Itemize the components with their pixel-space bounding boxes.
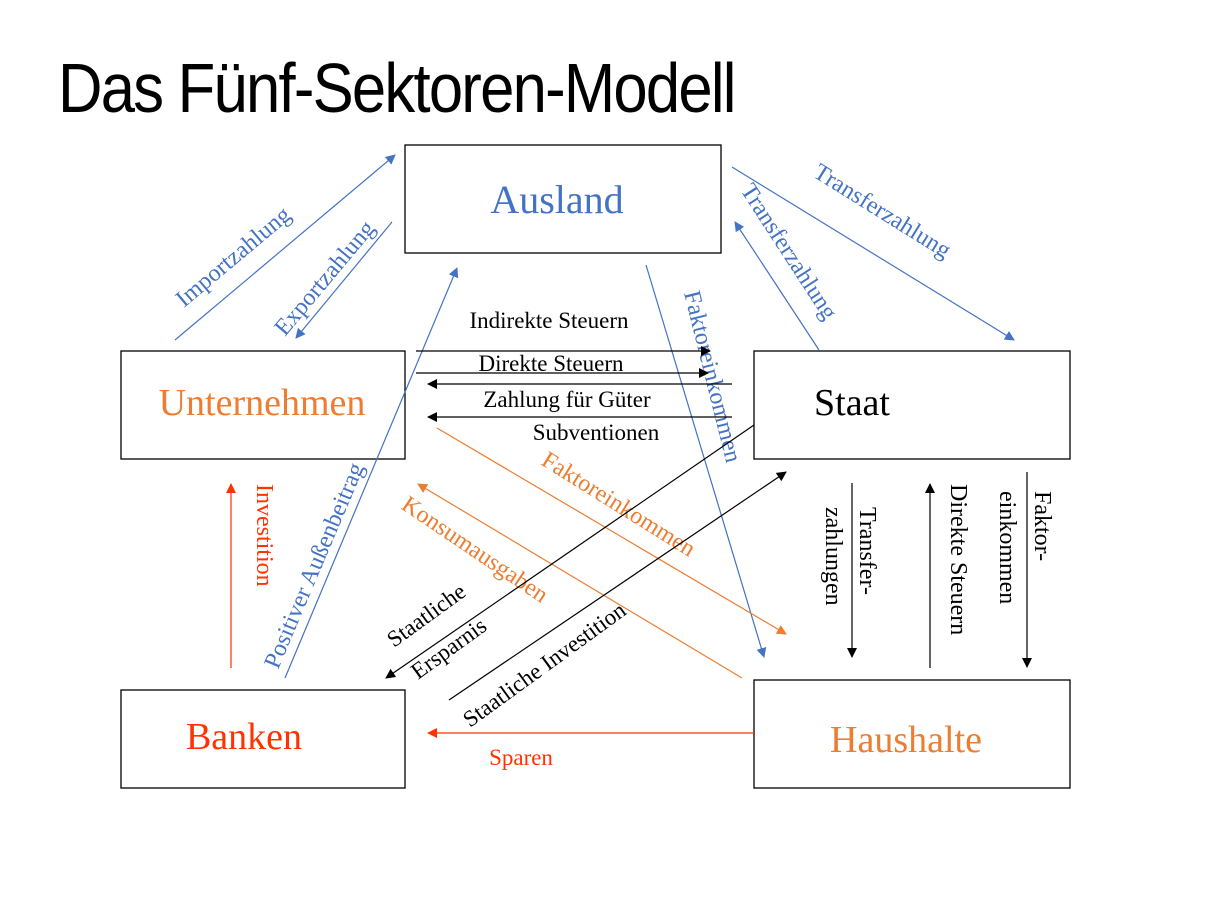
arrow-transferzahlung-out <box>731 166 1015 341</box>
arrow-transferzahlung-in <box>734 221 820 351</box>
sector-box <box>753 350 1071 460</box>
sector-box <box>753 679 1071 789</box>
arrow-faktoreinkommen-ausland <box>645 264 767 658</box>
label-transferzahlungen-2: zahlungen <box>820 507 846 606</box>
arrow-konsumausgaben <box>417 483 743 679</box>
label-investition: Investition <box>251 484 277 587</box>
label-konsumausgaben: Konsumausgaben <box>397 491 553 608</box>
sector-box <box>404 144 722 254</box>
label-direkte-steuern: Direkte Steuern <box>479 351 624 376</box>
label-zahlung-fuer-gueter: Zahlung für Güter <box>483 387 651 412</box>
sector-ausland: Ausland <box>404 144 722 254</box>
sector-label: Banken <box>186 716 302 758</box>
label-faktoreinkommen-haushalte: Faktoreinkommen <box>537 447 700 562</box>
arrow-positiver-aussenbeitrag <box>284 267 459 679</box>
sector-box <box>120 689 406 789</box>
arrow-exportzahlung <box>295 221 393 339</box>
arrow-importzahlung <box>174 154 396 341</box>
label-importzahlung: Importzahlung <box>171 202 296 313</box>
label-sparen: Sparen <box>489 745 553 770</box>
sector-haushalte: Haushalte <box>753 679 1071 789</box>
sector-unternehmen: Unternehmen <box>120 350 406 460</box>
label-transferzahlung-out: Transferzahlung <box>809 159 955 264</box>
sector-label: Staat <box>814 382 890 424</box>
label-direkte-steuern-hh: Direkte Steuern <box>945 484 971 635</box>
sector-label: Ausland <box>490 177 623 222</box>
sector-staat: Staat <box>753 350 1071 460</box>
page-title: Das Fünf-Sektoren-Modell <box>58 49 736 127</box>
arrow-faktoreinkommen-haushalte <box>436 427 787 635</box>
label-subventionen: Subventionen <box>533 420 660 445</box>
label-faktoreinkommen-ausland: Faktoreinkommen <box>678 288 746 465</box>
label-transferzahlungen-1: Transfer- <box>854 507 880 595</box>
sector-banken: Banken <box>120 689 406 789</box>
sector-box <box>120 350 406 460</box>
sector-label: Unternehmen <box>159 382 366 424</box>
label-faktoreinkommen-staat-1: Faktor- <box>1029 491 1055 561</box>
arrow-staatliche-ersparnis <box>385 424 755 679</box>
label-staatliche-investition: Staatliche Investition <box>458 597 631 732</box>
label-faktoreinkommen-staat-2: einkommen <box>994 491 1020 604</box>
sector-label: Haushalte <box>830 719 982 761</box>
label-exportzahlung: Exportzahlung <box>270 216 381 341</box>
arrow-staatliche-investition <box>448 471 787 701</box>
label-indirekte-steuern: Indirekte Steuern <box>469 308 629 333</box>
